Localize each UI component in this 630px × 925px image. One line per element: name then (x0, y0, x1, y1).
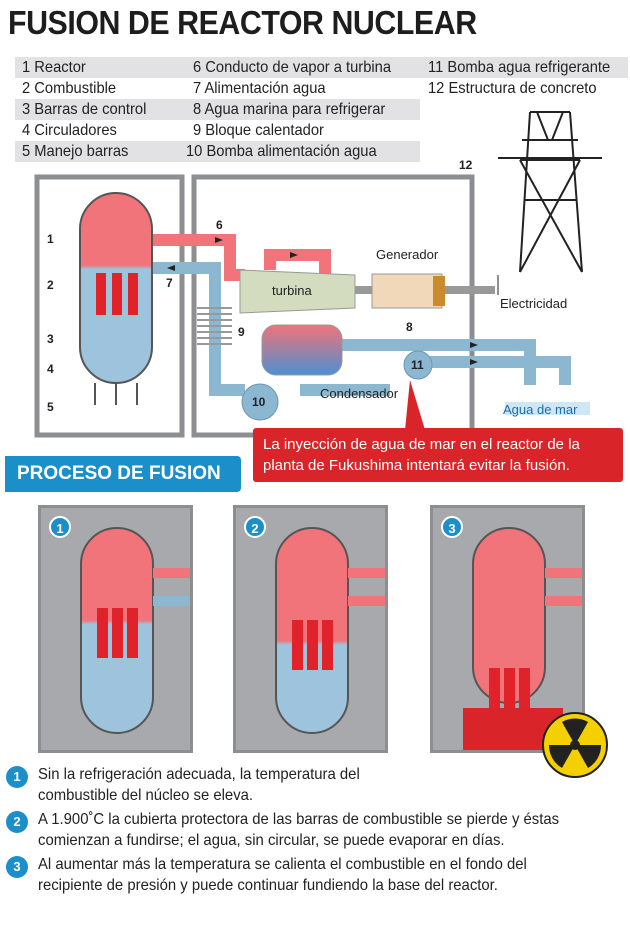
legend-band (15, 141, 420, 162)
legend-item: 2 Combustible (22, 80, 117, 97)
label-num: 6 (216, 218, 223, 232)
legend-item: 9 Bloque calentador (193, 122, 324, 139)
legend-band (15, 99, 420, 120)
electricity-label: Electricidad (500, 296, 568, 311)
label-num: 9 (238, 325, 245, 339)
generator-label: Generador (376, 247, 439, 262)
fuel-rods (96, 273, 138, 315)
alert-callout: La inyección de agua de mar en el reacto… (253, 428, 623, 482)
stage-number: 1 (49, 516, 71, 538)
step-text: A 1.900˚C la cubierta protectora de las … (38, 811, 560, 849)
label-num: 8 (406, 320, 413, 334)
legend-item: 12 Estructura de concreto (428, 80, 597, 97)
label-num: 10 (252, 395, 266, 409)
turbine-label: turbina (272, 283, 312, 298)
label-num: 4 (47, 362, 54, 376)
step-number: 1 (6, 766, 28, 788)
page-title: FUSION DE REACTOR NUCLEAR (8, 4, 477, 41)
step-text: Sin la refrigeración adecuada, la temper… (38, 766, 360, 804)
section-heading: PROCESO DE FUSION (5, 456, 241, 492)
generator (371, 273, 443, 309)
condenser (261, 324, 343, 376)
legend-item: 10 Bomba alimentación agua (186, 143, 377, 160)
feedwater-pipe (150, 262, 245, 396)
steam-pipe (150, 234, 245, 281)
stage-panel-3: 3 (430, 505, 585, 753)
radiation-hazard-icon (542, 712, 608, 778)
plant-diagram (34, 111, 602, 438)
heater-block (197, 307, 232, 345)
label-num: 5 (47, 400, 54, 414)
legend-item: 3 Barras de control (22, 101, 147, 118)
stage-number: 3 (441, 516, 463, 538)
step-text: Al aumentar más la temperatura se calien… (38, 856, 527, 894)
step-3: 3 Al aumentar más la temperatura se calie… (6, 854, 626, 896)
step-number: 3 (6, 856, 28, 878)
label-num: 12 (459, 158, 473, 172)
label-num: 2 (47, 278, 54, 292)
stage-number: 2 (244, 516, 266, 538)
label-num: 1 (47, 232, 54, 246)
legend-band (15, 57, 628, 78)
coolant-pump (403, 350, 433, 380)
seawater-label: Agua de mar (503, 402, 578, 417)
legend-item: 8 Agua marina para refrigerar (193, 101, 386, 118)
legend-item: 4 Circuladores (22, 122, 117, 139)
step-number: 2 (6, 811, 28, 833)
seawater-pipe (300, 356, 571, 396)
legend-item: 11 Bomba agua refrigerante (428, 59, 611, 76)
sea-water (505, 402, 590, 415)
power-tower-icon (498, 111, 602, 273)
legend-item: 1 Reactor (22, 59, 86, 76)
legend-item: 5 Manejo barras (22, 143, 129, 160)
stage-panel-2: 2 (233, 505, 388, 753)
label-num: 7 (166, 276, 173, 290)
condenser-label: Condensador (320, 386, 399, 401)
step-2: 2 A 1.900˚C la cubierta protectora de las… (6, 809, 626, 851)
label-num: 3 (47, 332, 54, 346)
stage-panel-1: 1 (38, 505, 193, 753)
feed-pump (241, 383, 279, 421)
step-1: 1 Sin la refrigeración adecuada, la tempe… (6, 764, 626, 806)
legend-item: 7 Alimentación agua (193, 80, 326, 97)
label-num: 11 (411, 358, 424, 372)
turbine (239, 269, 356, 314)
legend-item: 6 Conducto de vapor a turbina (193, 59, 392, 76)
